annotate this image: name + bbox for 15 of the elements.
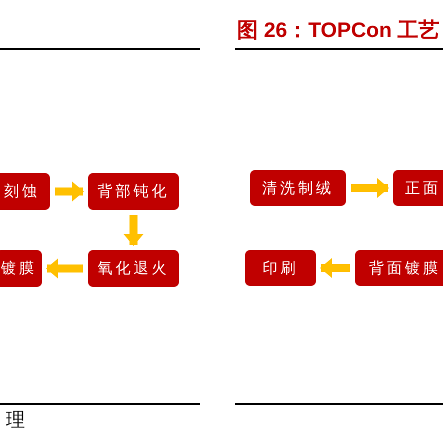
process-box: 氧化退火: [88, 250, 179, 287]
process-box: 正面: [393, 170, 443, 206]
source-note: 理: [6, 408, 25, 433]
process-box: 背面镀膜: [355, 250, 443, 286]
arrow: [351, 178, 389, 198]
process-box: 背部钝化: [88, 173, 179, 210]
arrow: [55, 182, 84, 202]
process-box: 刻蚀: [0, 173, 50, 210]
arrow: [320, 258, 350, 278]
process-box: 清洗制绒: [250, 170, 346, 206]
arrow: [124, 215, 144, 246]
arrow: [46, 258, 83, 278]
process-box: 镀膜: [0, 250, 42, 287]
process-box: 印刷: [245, 250, 316, 286]
figure-title: 图 26：TOPCon 工艺: [237, 18, 440, 44]
